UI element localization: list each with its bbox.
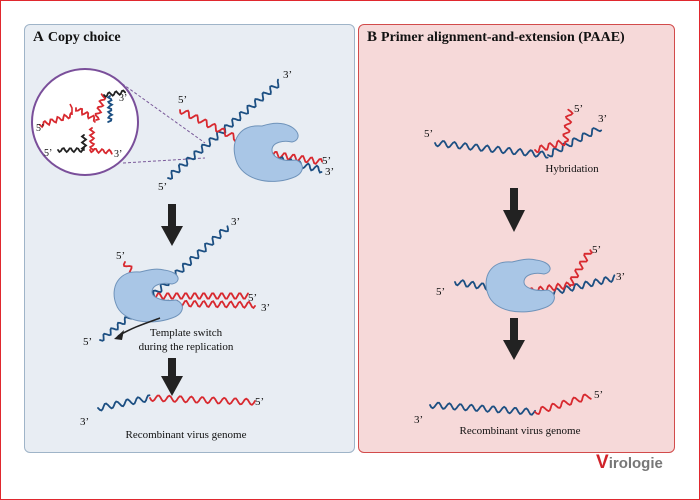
zoom-blue-pairing: [106, 95, 114, 123]
b2-red-paired: [524, 281, 572, 296]
b3-label-5prime: 5’: [594, 389, 603, 401]
panel-b-letter: B: [367, 29, 378, 45]
a2-switch-arrowhead: [114, 330, 124, 340]
b3-blue-segment: [429, 401, 536, 416]
a1-label-5prime-bottom: 5’: [158, 181, 167, 193]
a3-blue-segment: [97, 394, 151, 412]
panel-a-step2: 3’ 5’ 5’ 3’ 5’ Template switch during th…: [83, 216, 270, 353]
b3-caption-result: Recombinant virus genome: [460, 425, 581, 437]
a3-label-3prime: 3’: [80, 416, 89, 428]
b2-red-overhang: [569, 249, 593, 286]
b1-red-overhang: [562, 108, 574, 143]
b3-label-3prime: 3’: [414, 414, 423, 426]
b2-label-5prime: 5’: [436, 286, 445, 298]
zoom-red-hairpin: [69, 103, 73, 115]
zoom-red-strand-mid: [75, 107, 96, 123]
a2-caption-switch-line2: during the replication: [139, 341, 234, 353]
a2-label-5prime-right: 5’: [248, 292, 257, 304]
a1-label-3prime-top: 3’: [283, 69, 292, 81]
b1-caption-hybridation: Hybridation: [545, 163, 599, 175]
b2-polymerase: [485, 258, 555, 313]
b-arrow-down-2: [503, 318, 525, 360]
zoom-red-strand-left: [39, 111, 73, 129]
panel-a-title-text: Copy choice: [47, 30, 121, 45]
a2-caption-switch-line1: Template switch: [150, 327, 223, 339]
a2-label-3prime-top: 3’: [231, 216, 240, 228]
zoom-label-5prime-bottom: 5’: [44, 148, 52, 159]
zoom-black-strand-top: [103, 89, 126, 98]
a3-red-segment: [149, 394, 256, 406]
zoom-label-3prime-top: 3’: [119, 93, 127, 104]
b2-label-5prime-red: 5’: [592, 244, 601, 256]
logo-rest: irologie: [608, 455, 663, 472]
panel-b-step2: 5’ 5’ 3’: [436, 244, 625, 313]
zoom-connector-top: [109, 74, 206, 144]
zoom-black-strand-left: [57, 147, 85, 154]
logo-v: V: [596, 452, 609, 473]
zoom-connector-bottom: [122, 157, 206, 164]
virologie-logo: Virologie: [596, 452, 663, 474]
zoom-red-strand-up: [94, 93, 107, 121]
b2-label-3prime: 3’: [616, 271, 625, 283]
a2-blue-template: [149, 225, 230, 300]
zoom-red-strand-down: [88, 127, 96, 151]
panel-b-step3: 5’ 3’ Recombinant virus genome: [414, 389, 603, 437]
b3-red-segment: [534, 393, 592, 415]
a2-polymerase: [113, 268, 183, 323]
b1-label-3prime: 3’: [598, 113, 607, 125]
a2-label-3prime-right: 3’: [261, 302, 270, 314]
zoom-inset-strands: [39, 89, 126, 155]
b1-label-5prime-red: 5’: [574, 103, 583, 115]
b-arrow-down-1: [503, 188, 525, 232]
a1-label-5prime-red: 5’: [178, 94, 187, 106]
zoom-label-3prime-bottom: 3’: [114, 149, 122, 160]
panel-a-letter: A: [33, 29, 44, 45]
a2-label-5prime-left: 5’: [83, 336, 92, 348]
panel-b-step1: 5’ 5’ 3’ Hybridation: [424, 103, 607, 175]
b1-red-paired: [534, 139, 567, 154]
a2-red-template: [151, 292, 249, 300]
panel-a-step3: 5’ 3’ Recombinant virus genome: [80, 394, 264, 441]
a3-caption-result: Recombinant virus genome: [126, 429, 247, 441]
zoom-label-5prime-left: 5’: [36, 123, 44, 134]
a1-polymerase: [233, 122, 303, 182]
a2-label-5prime-red: 5’: [116, 250, 125, 262]
a-arrow-down-2: [161, 358, 183, 396]
panel-a-step1: 3’ 5’ 5’ 3’ 3’ 5’ 5’ 3’ 5’: [31, 68, 334, 193]
panel-b-title-text: Primer alignment-and-extension (PAAE): [381, 30, 625, 45]
b1-label-5prime: 5’: [424, 128, 433, 140]
a1-label-3prime-right: 3’: [325, 166, 334, 178]
b1-blue-right: [547, 127, 603, 158]
a-arrow-down-1: [161, 204, 183, 246]
a3-label-5prime: 5’: [255, 396, 264, 408]
b1-blue-left: [434, 140, 549, 159]
a1-label-5prime-right: 5’: [322, 155, 331, 167]
